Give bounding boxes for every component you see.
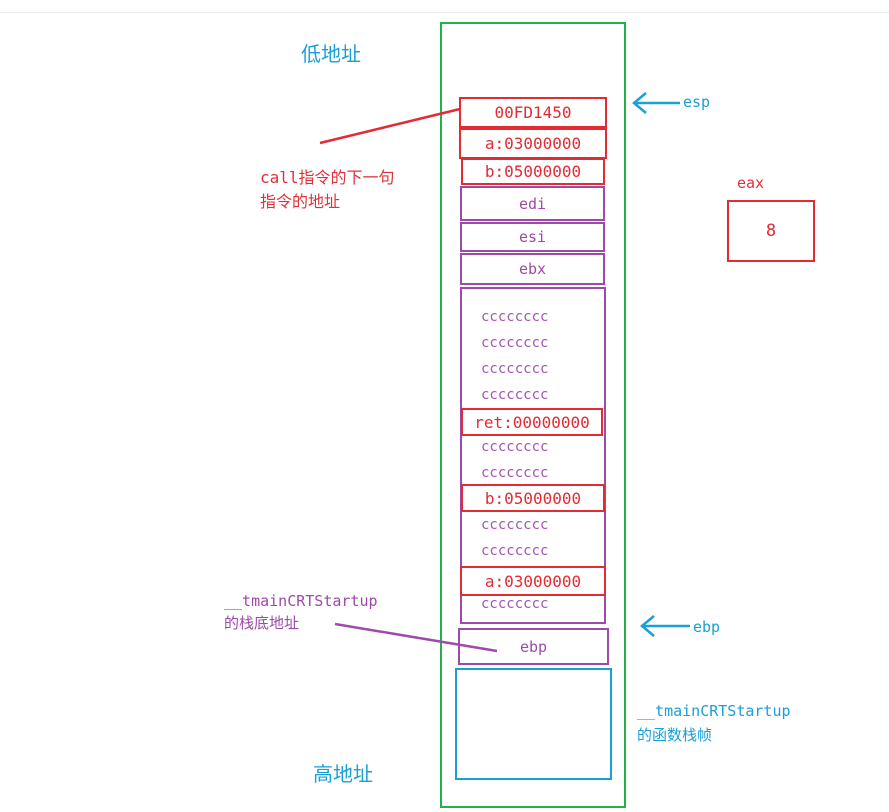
eax-value-box: 8 — [727, 200, 815, 262]
caller-frame-annotation-line1: __tmainCRTStartup — [637, 702, 791, 720]
fill-row: cccccccc — [481, 387, 549, 403]
fill-row: cccccccc — [481, 517, 549, 533]
local-variable-area — [460, 287, 606, 624]
tmain-connector-line — [334, 622, 498, 653]
fill-row: cccccccc — [481, 335, 549, 351]
esp-arrow-icon — [632, 92, 680, 114]
fill-row: cccccccc — [481, 543, 549, 559]
eax-label: eax — [737, 174, 765, 192]
local-ret-cell: ret:00000000 — [461, 408, 603, 436]
arg-b-cell: b:05000000 — [461, 158, 605, 185]
esp-label: esp — [683, 93, 711, 111]
tmain-ebp-annotation-line1: __tmainCRTStartup — [224, 592, 378, 610]
local-a-cell: a:03000000 — [460, 566, 606, 596]
fill-row: cccccccc — [481, 309, 549, 325]
caller-frame-annotation-line2: 的函数栈帧 — [637, 726, 713, 744]
saved-edi-cell: edi — [460, 186, 605, 221]
top-divider — [0, 12, 889, 13]
fill-row: cccccccc — [481, 465, 549, 481]
saved-ebx-cell: ebx — [460, 253, 605, 285]
saved-ebp-cell: ebp — [458, 628, 609, 665]
call-connector-line — [319, 107, 461, 145]
fill-row: cccccccc — [481, 596, 549, 612]
ebp-label: ebp — [693, 618, 721, 636]
fill-row: cccccccc — [481, 361, 549, 377]
caller-frame-annotation: __tmainCRTStartup 的函数栈帧 — [637, 699, 791, 747]
saved-esi-cell: esi — [460, 222, 605, 252]
low-address-label: 低地址 — [301, 42, 361, 66]
local-b-cell: b:05000000 — [461, 484, 605, 512]
high-address-label: 高地址 — [313, 762, 373, 786]
tmain-ebp-annotation: __tmainCRTStartup 的栈底地址 — [224, 590, 378, 634]
ebp-arrow-icon — [640, 615, 690, 637]
call-annotation-line2: 指令的地址 — [260, 192, 341, 211]
fill-row: cccccccc — [481, 439, 549, 455]
return-address-cell: 00FD1450 — [459, 97, 607, 128]
call-annotation: call指令的下一句 指令的地址 — [260, 166, 395, 214]
stack-frame-border — [440, 22, 626, 808]
tmain-ebp-annotation-line2: 的栈底地址 — [224, 614, 300, 632]
call-annotation-line1: call指令的下一句 — [260, 168, 395, 187]
caller-stack-frame — [455, 668, 612, 780]
